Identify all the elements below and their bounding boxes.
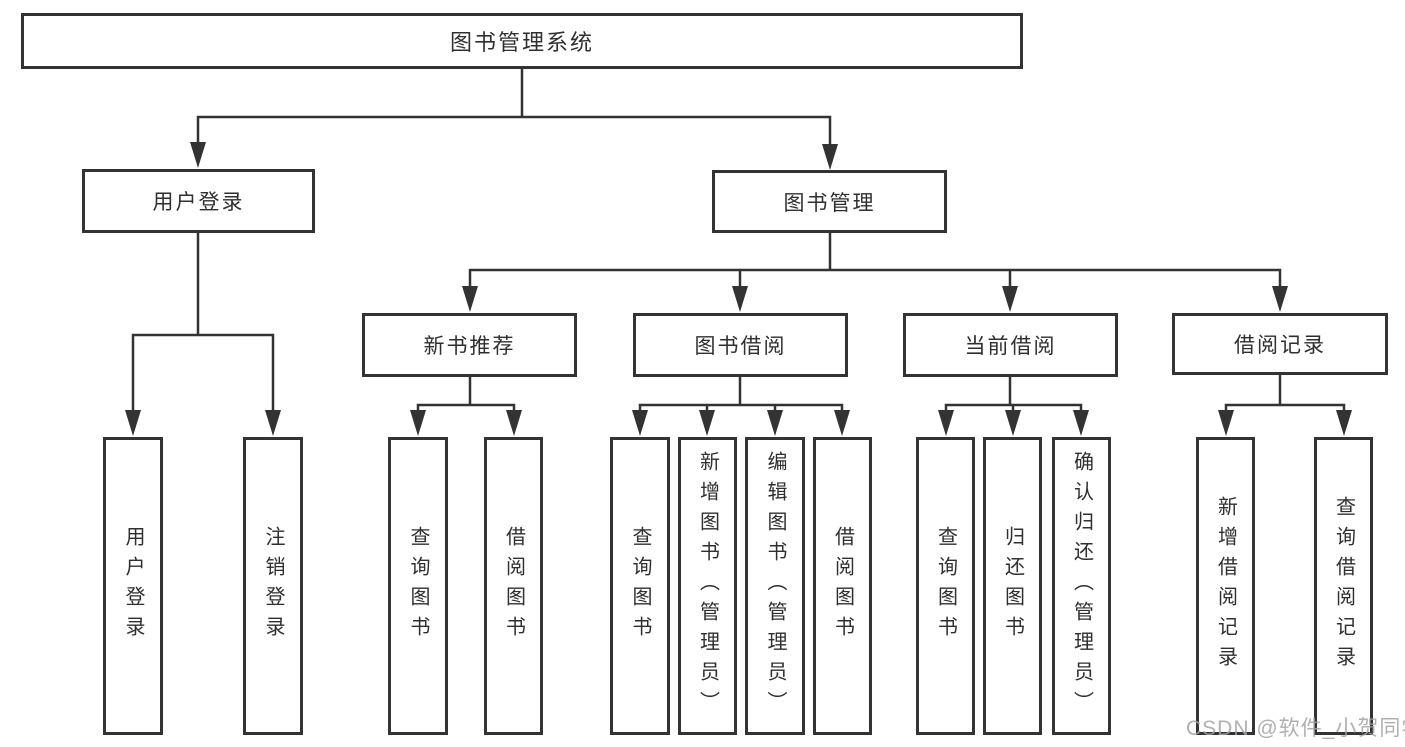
- node-label: 借阅图书: [831, 526, 854, 646]
- node-label: 图书管理系统: [449, 30, 594, 55]
- leaf-query-book: 查询图书: [610, 437, 670, 735]
- node-new-book-recommend: 新书推荐: [362, 313, 577, 377]
- node-label: 归还图书: [1001, 526, 1024, 646]
- node-label: 借阅图书: [502, 526, 525, 646]
- leaf-borrow-book: 借阅图书: [813, 437, 872, 735]
- leaf-query-book: 查询图书: [916, 437, 975, 735]
- node-label: 确认归还（管理员）: [1070, 451, 1093, 721]
- leaf-edit-book-admin: 编辑图书（管理员）: [745, 437, 805, 735]
- node-borrow-records: 借阅记录: [1172, 313, 1388, 375]
- node-label: 编辑图书（管理员）: [764, 451, 786, 721]
- node-label: 新增图书（管理员）: [696, 451, 719, 721]
- node-label: 查询图书: [629, 526, 651, 646]
- leaf-add-book-admin: 新增图书（管理员）: [678, 437, 737, 735]
- node-book-borrow: 图书借阅: [633, 313, 848, 377]
- node-book-management: 图书管理: [712, 170, 947, 233]
- leaf-borrow-book: 借阅图书: [484, 437, 543, 735]
- node-user-login: 用户登录: [82, 169, 315, 233]
- node-label: 查询图书: [407, 526, 429, 646]
- node-label: 图书借阅: [694, 335, 787, 358]
- node-label: 查询图书: [934, 526, 957, 646]
- node-label: 新书推荐: [423, 335, 516, 358]
- node-label: 查询借阅记录: [1332, 496, 1355, 676]
- leaf-add-borrow-record: 新增借阅记录: [1196, 437, 1255, 735]
- node-label: 用户登录: [122, 526, 144, 646]
- leaf-query-book: 查询图书: [388, 437, 448, 735]
- leaf-return-book: 归还图书: [983, 437, 1042, 735]
- node-label: 注销登录: [262, 526, 284, 646]
- node-label: 用户登录: [152, 191, 245, 214]
- node-current-borrow: 当前借阅: [903, 313, 1118, 377]
- leaf-user-login: 用户登录: [103, 437, 163, 735]
- leaf-query-borrow-record: 查询借阅记录: [1314, 437, 1373, 735]
- node-label: 借阅记录: [1234, 334, 1326, 357]
- leaf-confirm-return-admin: 确认归还（管理员）: [1052, 437, 1111, 735]
- leaf-logout: 注销登录: [243, 437, 303, 735]
- node-label: 新增借阅记录: [1214, 496, 1237, 676]
- node-label: 图书管理: [783, 191, 876, 215]
- node-root-system: 图书管理系统: [21, 13, 1023, 69]
- node-label: 当前借阅: [964, 335, 1057, 358]
- watermark-text: CSDN @软件_小贺同学: [1186, 717, 1405, 740]
